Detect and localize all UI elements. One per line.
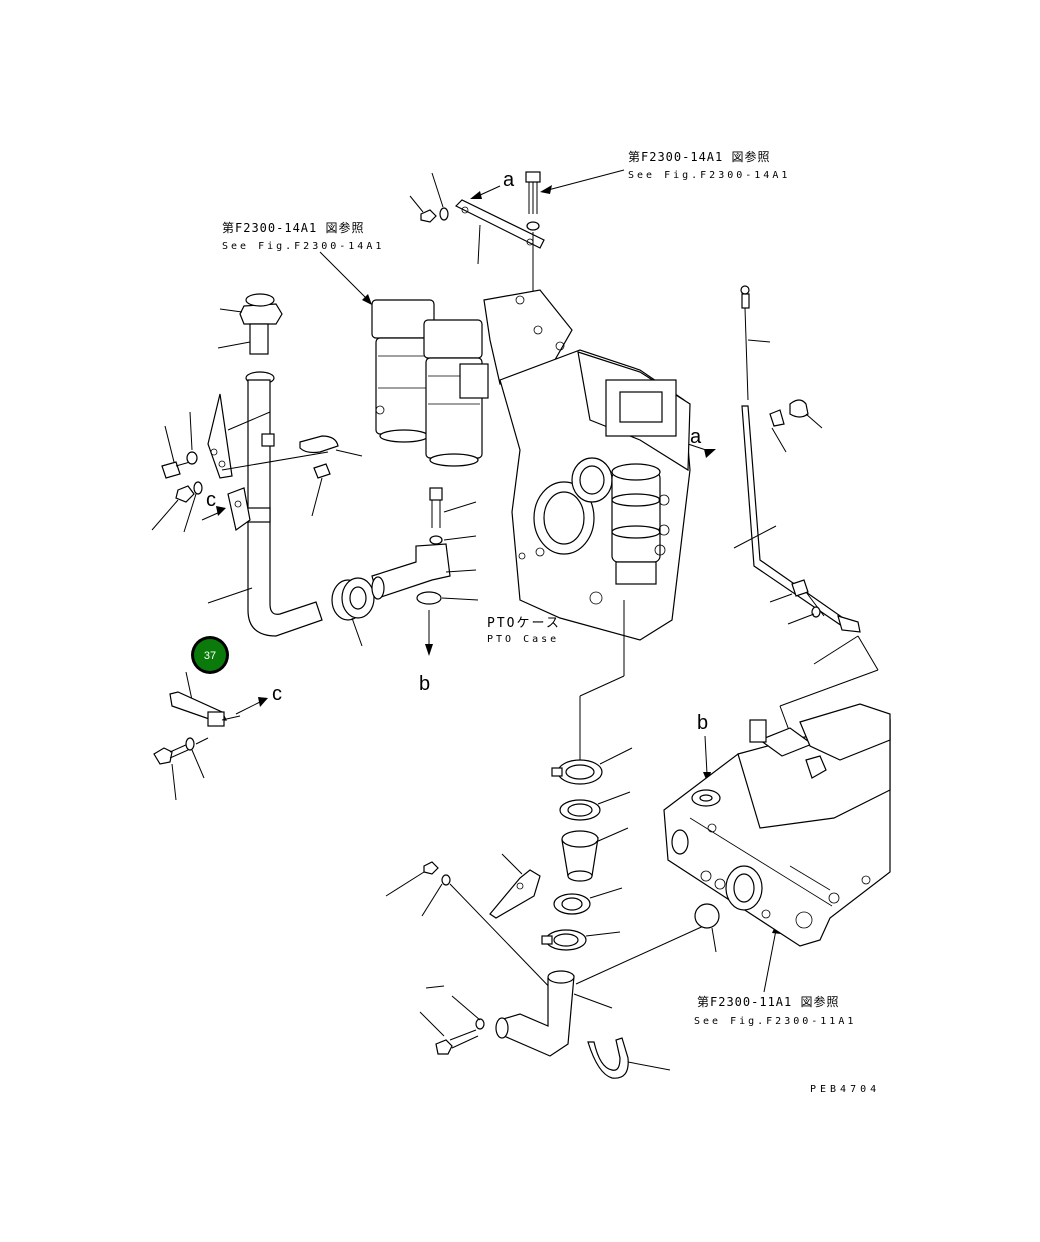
reference-bottom-right-jp: 第F2300-11A1 図参照 [697,994,839,1009]
lower-elbow-pipe [495,923,709,1057]
letter-b-down: b [419,673,430,695]
dipstick [733,285,879,761]
letter-b-right: b [697,712,708,734]
reference-bottom-right-en: See Fig.F2300-11A1 [694,1016,856,1027]
lower-clamp-stack [541,747,633,951]
filter-assembly [371,289,573,467]
reference-top-left-jp: 第F2300-14A1 図参照 [222,220,364,235]
reference-top-right-jp: 第F2300-14A1 図参照 [628,149,770,164]
letter-c-upper: c [206,489,216,511]
callout-37-number: 37 [204,650,216,662]
reference-top-left-en: See Fig.F2300-14A1 [222,241,384,252]
lower-bracket-small [385,853,559,997]
center-bolt [429,487,477,545]
reference-top-right: 第F2300-14A1 図参照 See Fig.F2300-14A1 [540,149,790,194]
center-elbow-connector [371,543,479,605]
reference-top-left: 第F2300-14A1 図参照 See Fig.F2300-14A1 [222,220,384,305]
top-nut-washer [409,172,449,223]
drawing-number: PEB4704 [810,1084,880,1095]
pto-case-label-en: PTO Case [487,634,559,645]
lower-left-bolt [153,737,209,801]
lower-bolt [419,985,485,1055]
top-bracket [454,199,545,265]
pto-case [499,349,691,760]
callout-37[interactable]: 37 [191,636,229,674]
pto-case-label-jp: PTOケース [487,616,561,631]
reference-top-right-en: See Fig.F2300-14A1 [628,170,790,181]
left-bracket-upper [161,393,233,479]
letter-a-top: a [503,169,515,191]
letter-a-right: a [690,426,702,448]
callout-37-badge[interactable] [194,639,226,671]
lower-left-bracket [169,671,241,727]
reference-bottom-right: 第F2300-11A1 図参照 See Fig.F2300-11A1 [694,922,856,1027]
center-coupling [331,577,375,647]
top-bolt [525,171,541,300]
small-hose-fitting [299,435,363,517]
letter-c-lower: c [272,683,282,705]
radiator-tank [663,703,891,953]
left-bracket-lower [151,451,329,533]
lower-hose-loop [587,1037,671,1079]
